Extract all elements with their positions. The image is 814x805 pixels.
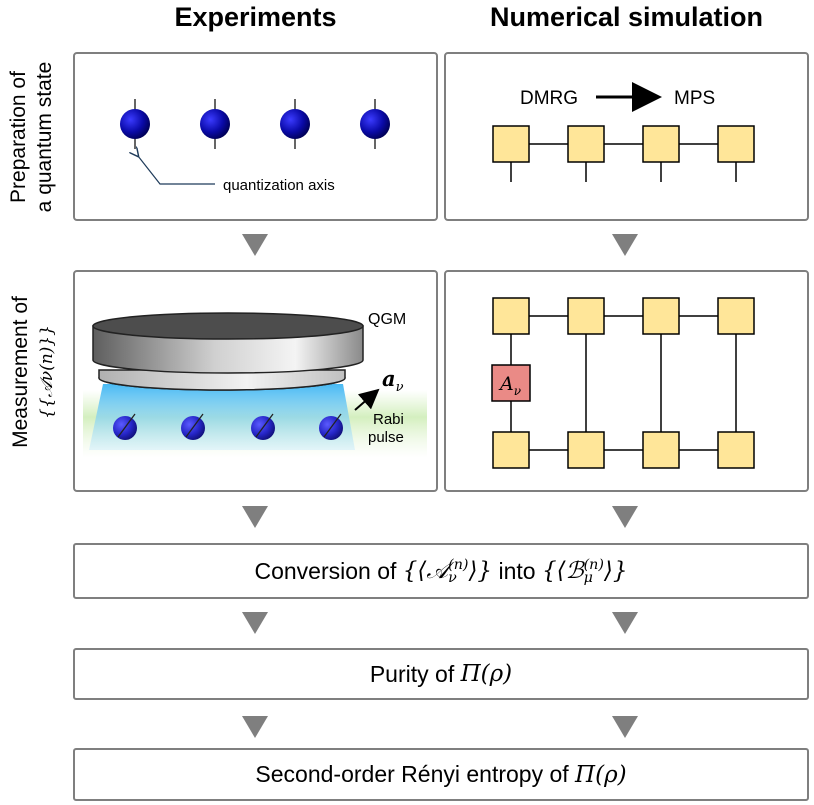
- atom-1: [120, 99, 150, 149]
- conversion-prefix: Conversion of: [254, 557, 397, 584]
- trapped-atom-1: [113, 413, 137, 440]
- ket-tensor-1: [492, 431, 530, 469]
- arrow-down-simulation-1: [612, 234, 638, 256]
- arrow-down-simulation-3: [612, 612, 638, 634]
- qgm-label: QGM: [368, 311, 406, 328]
- renyi-prefix: Second-order Rényi entropy of: [255, 761, 569, 787]
- operator-label: Aν: [498, 373, 521, 398]
- panel-experiment-preparation: quantization axis: [73, 52, 438, 221]
- purity-prefix: Purity of: [369, 660, 455, 687]
- bra-tensor-2: [567, 297, 605, 335]
- qgm-diagram: QGM aν Rabi pulse: [83, 311, 427, 458]
- row-label-measurement-line2: {{𝒜ν(n)}}: [37, 325, 57, 419]
- step-renyi: Second-order Rényi entropy of Π(ρ): [73, 748, 809, 801]
- trapped-atom-2: [181, 413, 205, 440]
- bra-tensor-4: [717, 297, 755, 335]
- step-purity: Purity of Π(ρ): [73, 648, 809, 700]
- quantization-axis-pointer: [138, 156, 215, 185]
- mps-label: MPS: [674, 88, 715, 109]
- column-header-experiments: Experiments: [174, 2, 337, 32]
- arrow-down-experiment-4: [242, 716, 268, 738]
- mps-tensor-3: [642, 125, 680, 182]
- dmrg-label: DMRG: [520, 88, 578, 109]
- atom-3: [280, 99, 310, 149]
- bra-tensor-1: [492, 297, 530, 335]
- atom-2: [200, 99, 230, 149]
- imaging-beam: [89, 384, 355, 450]
- mps-tensor-2: [567, 125, 605, 182]
- arrow-down-simulation-2: [612, 506, 638, 528]
- row-label-measurement-line1: Measurement of: [9, 296, 32, 448]
- pulse-label: pulse: [368, 429, 404, 446]
- ket-tensor-3: [642, 431, 680, 469]
- trapped-atom-4: [319, 413, 343, 440]
- row-label-preparation-line1: Preparation of: [7, 71, 30, 203]
- conversion-b-expr: {⟨ℬ(n)μ⟩}: [541, 556, 628, 586]
- measurement-axis-label: aν: [382, 366, 404, 395]
- purity-math: Π(ρ): [460, 661, 513, 687]
- trapped-atom-3: [251, 413, 275, 440]
- row-label-preparation: Preparation of a quantum state: [6, 52, 58, 222]
- row-label-measurement: Measurement of {{𝒜ν(n)}}: [8, 272, 60, 472]
- column-header-simulation: Numerical simulation: [489, 2, 764, 32]
- arrow-down-experiment-1: [242, 234, 268, 256]
- conversion-mid: into: [498, 557, 536, 584]
- step-conversion: Conversion of {⟨𝒜(n)ν⟩} into {⟨ℬ(n)μ⟩}: [73, 543, 809, 599]
- expectation-network-diagram: Aν: [491, 297, 755, 469]
- row-label-preparation-line2: a quantum state: [33, 61, 56, 213]
- rabi-label: Rabi: [373, 411, 404, 428]
- atom-chain-diagram: quantization axis: [120, 99, 390, 194]
- mps-tensor-4: [717, 125, 755, 182]
- panel-simulation-preparation: DMRG MPS: [444, 52, 809, 221]
- arrow-down-experiment-3: [242, 612, 268, 634]
- measurement-axis-arrow: [354, 388, 380, 411]
- arrow-down-simulation-4: [612, 716, 638, 738]
- renyi-math: Π(ρ): [575, 761, 627, 788]
- quantization-axis-label: quantization axis: [223, 177, 335, 194]
- ket-tensor-2: [567, 431, 605, 469]
- arrow-down-experiment-2: [242, 506, 268, 528]
- ket-tensor-4: [717, 431, 755, 469]
- bra-tensor-3: [642, 297, 680, 335]
- microscope-objective: [92, 312, 364, 391]
- operator-tensor: [491, 364, 531, 402]
- row-label-measurement-symbol: {𝒜ν(n)}: [37, 335, 57, 409]
- mps-tensor-1: [492, 125, 530, 182]
- mps-diagram: DMRG MPS: [492, 82, 755, 182]
- panel-simulation-measurement: Aν: [444, 270, 809, 492]
- atom-4: [360, 99, 390, 149]
- conversion-a-expr: {⟨𝒜(n)ν⟩}: [402, 556, 493, 586]
- panel-experiment-measurement: QGM aν Rabi pulse: [73, 270, 438, 492]
